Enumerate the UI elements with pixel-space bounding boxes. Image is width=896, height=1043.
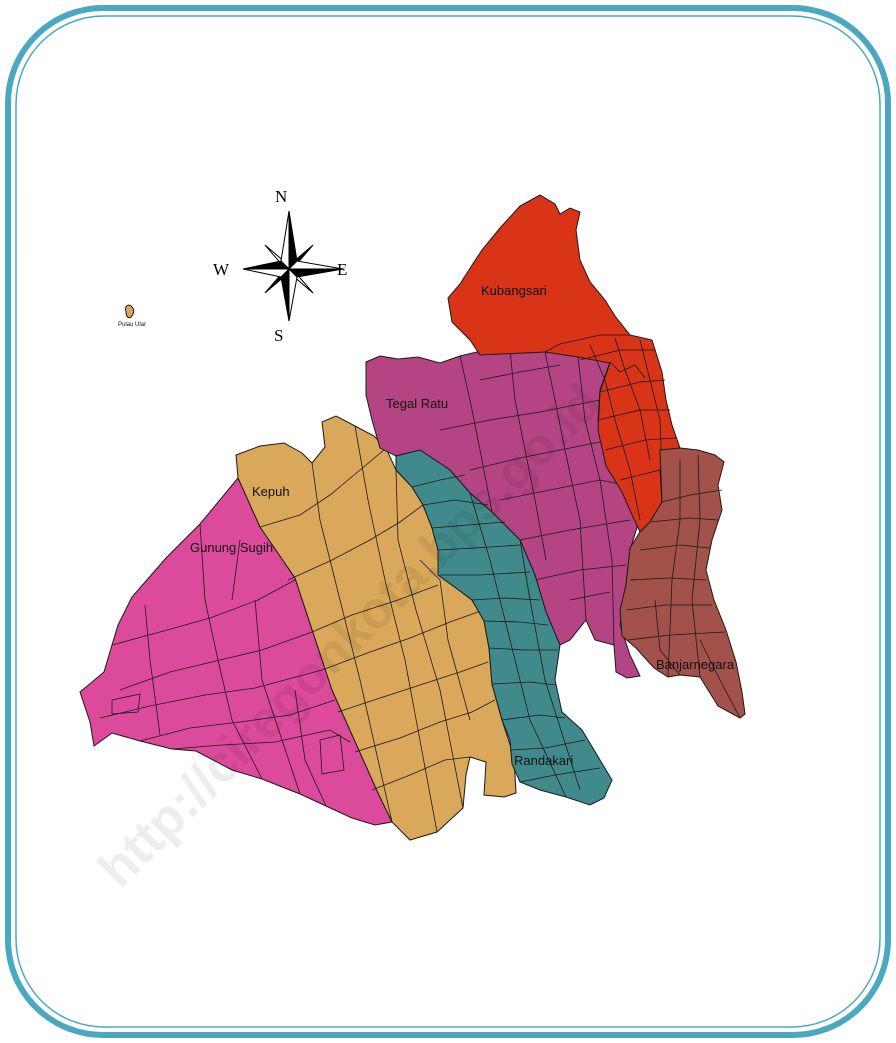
label-kepuh: Kepuh	[252, 484, 290, 499]
label-gunung-sugih: Gunung Sugih	[190, 540, 273, 555]
compass-west: W	[213, 260, 230, 279]
label-tegal-ratu: Tegal Ratu	[386, 396, 448, 411]
inner-frame	[15, 15, 881, 1028]
compass-south: S	[274, 326, 283, 345]
region-randakari[interactable]	[395, 449, 613, 806]
compass-rose-icon	[242, 210, 344, 322]
compass-north: N	[275, 187, 287, 206]
label-randakari: Randakari	[514, 753, 573, 768]
compass-east: E	[337, 260, 347, 279]
region-kubangsari[interactable]	[447, 194, 681, 533]
label-banjarnegara: Banjarnegara	[656, 657, 735, 672]
outer-frame	[5, 5, 891, 1038]
label-pulau-ular: Pulau Ular	[118, 322, 146, 328]
compass-rose	[242, 210, 344, 322]
region-banjarnegara[interactable]	[619, 447, 746, 719]
region-gunung-sugih[interactable]	[79, 477, 393, 826]
island-pulau-ular[interactable]	[125, 304, 135, 319]
label-kubangsari: Kubangsari	[481, 283, 547, 298]
